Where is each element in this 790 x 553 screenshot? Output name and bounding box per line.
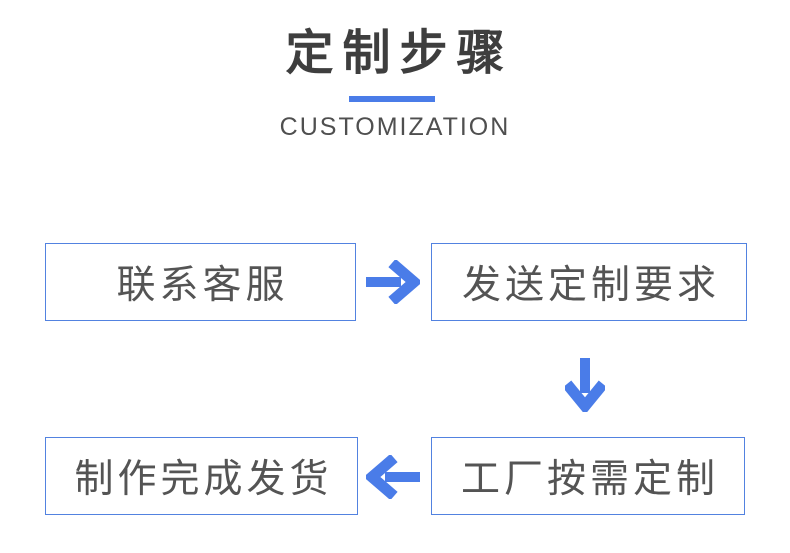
step-box-contact-service: 联系客服	[45, 243, 356, 321]
page-subtitle: CUSTOMIZATION	[279, 113, 511, 141]
down-arrow-icon	[565, 358, 605, 412]
step-label-send-requirements: 发送定制要求	[461, 264, 720, 307]
page-title: 定制步骤	[285, 27, 514, 80]
step-box-send-requirements: 发送定制要求	[431, 243, 747, 321]
right-arrow-icon	[366, 260, 420, 304]
left-arrow-icon	[366, 455, 420, 499]
step-box-factory-customize: 工厂按需定制	[431, 437, 745, 515]
step-label-production-ship: 制作完成发货	[74, 458, 333, 501]
title-underline-bar	[349, 96, 435, 102]
step-label-factory-customize: 工厂按需定制	[460, 458, 719, 501]
step-label-contact-service: 联系客服	[116, 264, 289, 307]
step-box-production-ship: 制作完成发货	[45, 437, 358, 515]
